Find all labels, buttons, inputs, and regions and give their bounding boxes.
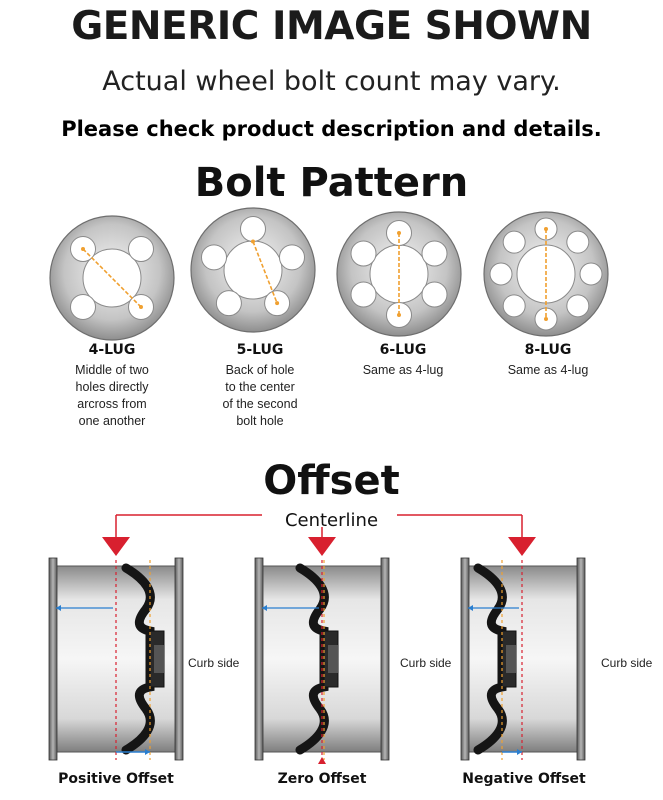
bolt-hole — [215, 290, 242, 317]
negative-offset-label: Negative Offset — [462, 771, 586, 787]
notice-text: Please check product description and det… — [61, 117, 602, 141]
measure-line — [82, 248, 142, 308]
wheel-positive-offset — [48, 537, 184, 761]
hub-center — [154, 645, 164, 673]
measure-line — [252, 241, 278, 304]
lug-8-name: 8-LUG — [524, 342, 572, 358]
curb-side-label-negative: Curb side — [601, 656, 653, 670]
bolt-hole — [421, 240, 448, 267]
lug-5-desc: Back of hole to the center of the second… — [222, 363, 298, 428]
disc-6-lug — [336, 211, 462, 337]
page-title: GENERIC IMAGE SHOWN — [71, 4, 592, 49]
measure-start-dot — [81, 247, 86, 252]
measure-start-dot — [397, 231, 401, 235]
bolt-hole — [278, 244, 305, 271]
measure-start-dot — [544, 227, 548, 231]
inner-rim-flange — [48, 557, 58, 761]
lug-6-desc: Same as 4-lug — [362, 363, 444, 377]
measure-end-dot — [138, 304, 143, 309]
center-bore — [223, 240, 283, 300]
disc-8-lug — [483, 211, 609, 337]
bolt-pattern-discs — [49, 207, 609, 341]
bolt-hole — [566, 230, 590, 254]
hub-center — [328, 645, 338, 673]
lug-6-name: 6-LUG — [379, 342, 427, 358]
measure-end-dot — [397, 313, 401, 317]
lug-8-desc: Same as 4-lug — [507, 363, 589, 377]
lug-4: 4-LUG Middle of two holes directly arcro… — [42, 342, 182, 430]
measure-end-dot — [275, 301, 280, 306]
hub-center — [506, 645, 516, 673]
bolt-hole — [350, 240, 377, 267]
lug-5: 5-LUG Back of hole to the center of the … — [190, 342, 330, 430]
offset-arrow-head — [517, 749, 522, 755]
positive-offset-label: Positive Offset — [58, 771, 174, 787]
lug-4-name: 4-LUG — [88, 342, 136, 358]
bolt-hole — [566, 294, 590, 318]
centerline-connector — [115, 505, 523, 537]
bolt-hole — [70, 293, 97, 320]
measure-end-dot — [544, 317, 548, 321]
bolt-pattern-title: Bolt Pattern — [194, 160, 469, 206]
bolt-hole — [502, 230, 526, 254]
wheel-barrel — [463, 565, 583, 753]
offset-wheels — [48, 537, 586, 764]
measure-start-dot — [251, 239, 255, 244]
outer-rim-flange — [174, 557, 184, 761]
centerline-marker-triangle — [508, 537, 536, 556]
offset-arrow-head — [145, 749, 150, 755]
inner-rim-flange — [254, 557, 264, 761]
lug-6: 6-LUG Same as 4-lug — [333, 342, 473, 379]
bolt-hole — [502, 294, 526, 318]
disc-5-lug — [190, 207, 316, 333]
centerline-marker-triangle — [308, 537, 336, 556]
wheel-zero-offset — [254, 537, 390, 764]
lug-5-name: 5-LUG — [236, 342, 284, 358]
width-arrow-head — [468, 605, 473, 611]
width-arrow-head — [56, 605, 61, 611]
inner-rim-flange — [460, 557, 470, 761]
bolt-hole — [579, 262, 603, 286]
offset-title: Offset — [263, 458, 400, 504]
zero-offset-label: Zero Offset — [277, 771, 367, 787]
bolt-hole — [350, 281, 377, 308]
lug-8: 8-LUG Same as 4-lug — [478, 342, 618, 379]
centerline-label: Centerline — [284, 510, 379, 531]
curb-side-label-positive: Curb side — [188, 656, 240, 670]
bolt-hole — [489, 262, 513, 286]
lug-4-desc: Middle of two holes directly arcross fro… — [75, 363, 149, 428]
bolt-hole — [127, 236, 154, 263]
bolt-hole — [201, 244, 228, 271]
outer-rim-flange — [380, 557, 390, 761]
bolt-hole — [421, 281, 448, 308]
width-arrow-head — [262, 605, 267, 611]
outer-rim-flange — [576, 557, 586, 761]
disc-4-lug — [49, 215, 175, 341]
wheel-negative-offset — [460, 537, 586, 761]
curb-side-label-zero: Curb side — [400, 656, 452, 670]
zero-offset-marker — [318, 757, 326, 764]
subtitle: Actual wheel bolt count may vary. — [102, 66, 561, 97]
bolt-hole — [240, 216, 266, 242]
centerline-marker-triangle — [102, 537, 130, 556]
